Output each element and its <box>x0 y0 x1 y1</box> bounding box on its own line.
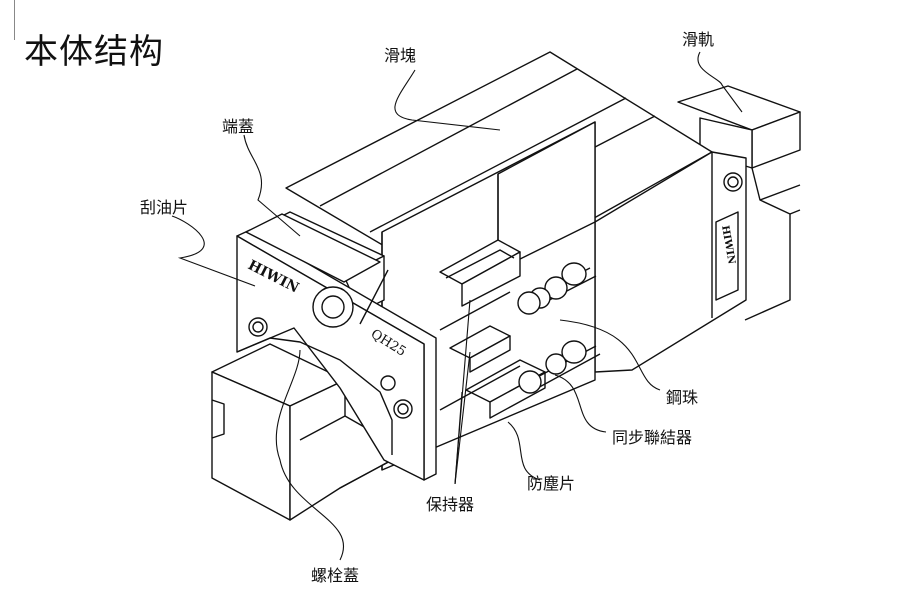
leader-steel-ball <box>559 319 661 391</box>
label-steel-ball: 鋼珠 <box>666 388 699 407</box>
leader-rail <box>697 51 743 113</box>
label-rail: 滑軌 <box>682 30 715 49</box>
label-bolt-cap: 螺栓蓋 <box>311 566 360 585</box>
leader-scraper <box>171 215 256 287</box>
leader-retainer-3 <box>454 391 463 485</box>
block-side <box>594 151 747 373</box>
label-dust-seal: 防塵片 <box>527 474 576 493</box>
label-slider-block: 滑塊 <box>384 46 417 65</box>
leader-bolt-cap <box>275 349 344 561</box>
label-end-cap: 端蓋 <box>222 117 255 136</box>
retainers <box>439 239 546 419</box>
balls <box>517 262 601 394</box>
leader-end-cap <box>243 134 301 237</box>
frame-corner-line <box>0 0 15 40</box>
page-title: 本体结构 <box>24 32 164 72</box>
label-scraper: 刮油片 <box>140 198 189 217</box>
leader-sync-connector <box>554 374 607 433</box>
scraper-strip <box>245 213 381 283</box>
leader-dust-seal <box>507 421 541 481</box>
label-retainer: 保持器 <box>426 495 475 514</box>
label-sync-connector: 同步聯結器 <box>612 428 693 447</box>
leader-slider-block <box>394 69 501 131</box>
leader-retainer-2 <box>454 351 471 485</box>
